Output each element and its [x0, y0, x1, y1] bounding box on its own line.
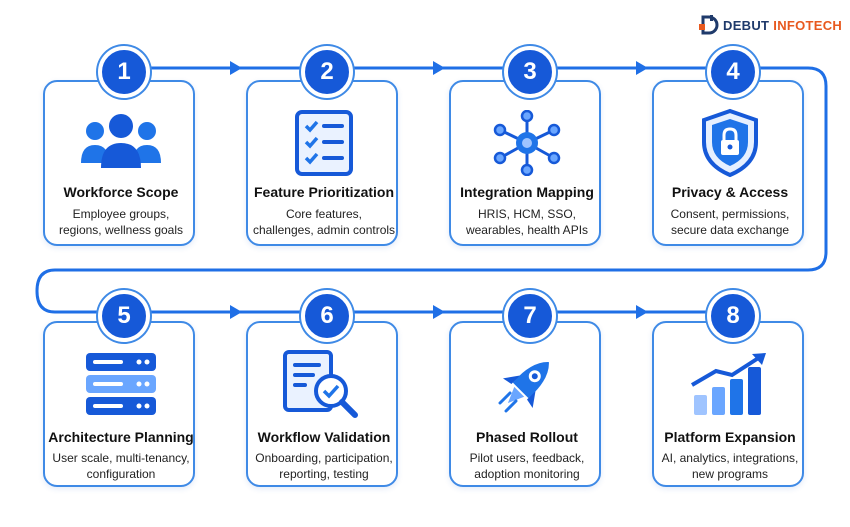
- network-hub-icon: [451, 108, 603, 178]
- step-title: Architecture Planning: [48, 429, 194, 445]
- step-card-2: Feature Prioritization Core features,cha…: [246, 80, 398, 246]
- arrow-icon: [230, 305, 242, 319]
- step-number-badge: 8: [707, 290, 759, 342]
- step-description: Pilot users, feedback,adoption monitorin…: [469, 451, 585, 481]
- arrow-icon: [636, 61, 648, 75]
- step-title: Integration Mapping: [460, 184, 594, 200]
- step-number-badge: 5: [98, 290, 150, 342]
- step-description: Employee groups,regions, wellness goals: [58, 207, 184, 237]
- step-number-badge: 6: [301, 290, 353, 342]
- people-group-icon: [45, 108, 197, 178]
- step-number-badge: 2: [301, 46, 353, 98]
- step-title: Privacy & Access: [671, 184, 789, 200]
- arrow-icon: [230, 61, 242, 75]
- step-card-8: Platform Expansion AI, analytics, integr…: [652, 321, 804, 487]
- step-description: Core features,challenges, admin controls: [252, 207, 396, 237]
- brand-name-primary: DEBUT: [723, 17, 770, 33]
- step-number-badge: 1: [98, 46, 150, 98]
- rocket-icon: [451, 349, 603, 419]
- step-title: Platform Expansion: [664, 429, 796, 445]
- step-description: HRIS, HCM, SSO,wearables, health APIs: [465, 207, 589, 237]
- step-number-badge: 4: [707, 46, 759, 98]
- step-title: Phased Rollout: [476, 429, 578, 445]
- step-title: Feature Prioritization: [253, 184, 395, 200]
- step-number-badge: 7: [504, 290, 556, 342]
- step-card-7: Phased Rollout Pilot users, feedback,ado…: [449, 321, 601, 487]
- step-description: User scale, multi-tenancy,configuration: [52, 451, 190, 481]
- growth-chart-icon: [654, 349, 806, 419]
- shield-lock-icon: [654, 108, 806, 178]
- step-number-badge: 3: [504, 46, 556, 98]
- brand-name-secondary: INFOTECH: [773, 17, 843, 33]
- step-description: Consent, permissions,secure data exchang…: [670, 207, 790, 237]
- step-card-1: Workforce Scope Employee groups,regions,…: [43, 80, 195, 246]
- step-card-4: Privacy & Access Consent, permissions,se…: [652, 80, 804, 246]
- arrow-icon: [433, 61, 445, 75]
- server-stack-icon: [45, 349, 197, 419]
- step-card-5: Architecture Planning User scale, multi-…: [43, 321, 195, 487]
- arrow-icon: [433, 305, 445, 319]
- step-title: Workflow Validation: [257, 429, 391, 445]
- checklist-icon: [248, 108, 400, 178]
- document-search-icon: [248, 349, 400, 419]
- step-description: Onboarding, participation,reporting, tes…: [255, 451, 393, 481]
- step-card-3: Integration Mapping HRIS, HCM, SSO,weara…: [449, 80, 601, 246]
- step-card-6: Workflow Validation Onboarding, particip…: [246, 321, 398, 487]
- arrow-icon: [636, 305, 648, 319]
- debut-logo-icon: [699, 15, 719, 35]
- step-description: AI, analytics, integrations,new programs: [661, 451, 799, 481]
- step-title: Workforce Scope: [63, 184, 179, 200]
